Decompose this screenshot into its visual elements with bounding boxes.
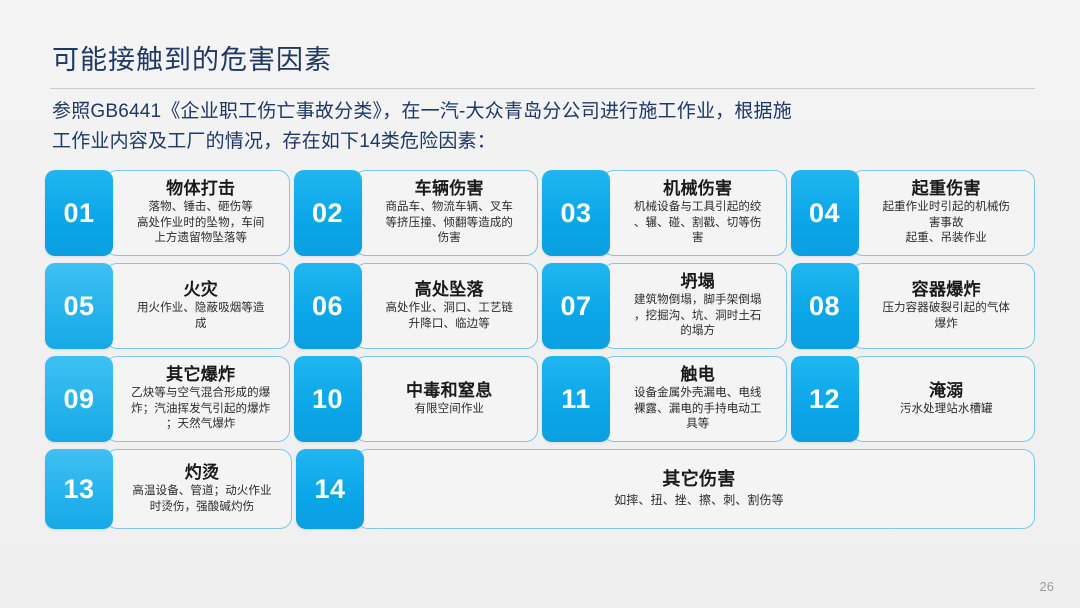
hazard-card-grid: 01 物体打击 落物、锤击、砸伤等高处作业时的坠物，车间上方遗留物坠落等 02 … xyxy=(45,170,1035,536)
card-number-badge: 01 xyxy=(45,170,113,256)
intro-line-1: 参照GB6441《企业职工伤亡事故分类》，在一汽-大众青岛分公司进行施工作业，根… xyxy=(52,101,792,122)
card-number-badge: 12 xyxy=(790,356,859,442)
card-body: 高处坠落 高处作业、洞口、工艺链升降口、临边等 xyxy=(353,263,538,349)
card-body: 灼烫 高温设备、管道；动火作业时烫伤，强酸碱灼伤 xyxy=(105,449,292,529)
card-number-badge: 05 xyxy=(45,263,113,349)
card-row-2: 05 火灾 用火作业、隐蔽吸烟等造成 06 高处坠落 高处作业、洞口、工艺链升降… xyxy=(45,263,1035,349)
title-divider xyxy=(50,88,1035,89)
card-description: 高温设备、管道；动火作业时烫伤，强酸碱灼伤 xyxy=(132,485,272,513)
card-description: 用火作业、隐蔽吸烟等造成 xyxy=(136,302,265,330)
card-description: 商品车、物流车辆、叉车等挤压撞、倾翻等造成的伤害 xyxy=(385,201,514,245)
card-number-badge: 14 xyxy=(296,449,364,529)
card-body: 中毒和窒息 有限空间作业 xyxy=(353,356,538,442)
card-body: 物体打击 落物、锤击、砸伤等高处作业时的坠物，车间上方遗留物坠落等 xyxy=(105,170,290,256)
card-title: 物体打击 xyxy=(166,179,236,199)
hazard-card-09[interactable]: 09 其它爆炸 乙炔等与空气混合形成的爆炸；汽油挥发气引起的爆炸；天然气爆炸 xyxy=(45,356,290,442)
card-title: 车辆伤害 xyxy=(414,179,484,199)
card-description: 机械设备与工具引起的绞、辗、碰、割戳、切等伤害 xyxy=(633,201,762,245)
card-body: 触电 设备金属外壳漏电、电线裸露、漏电的手持电动工具等 xyxy=(602,356,787,442)
card-title: 其它伤害 xyxy=(662,468,736,489)
card-title: 中毒和窒息 xyxy=(406,380,493,400)
card-description: 落物、锤击、砸伤等高处作业时的坠物，车间上方遗留物坠落等 xyxy=(136,201,265,245)
card-title: 起重伤害 xyxy=(911,179,981,199)
card-body: 车辆伤害 商品车、物流车辆、叉车等挤压撞、倾翻等造成的伤害 xyxy=(353,170,538,256)
card-description: 高处作业、洞口、工艺链升降口、临边等 xyxy=(385,302,514,330)
hazard-card-02[interactable]: 02 车辆伤害 商品车、物流车辆、叉车等挤压撞、倾翻等造成的伤害 xyxy=(293,170,538,256)
hazard-card-11[interactable]: 11 触电 设备金属外壳漏电、电线裸露、漏电的手持电动工具等 xyxy=(542,356,787,442)
hazard-card-10[interactable]: 10 中毒和窒息 有限空间作业 xyxy=(293,356,538,442)
card-description: 污水处理站水槽罐 xyxy=(899,402,993,415)
card-body: 其它爆炸 乙炔等与空气混合形成的爆炸；汽油挥发气引起的爆炸；天然气爆炸 xyxy=(105,356,290,442)
card-number-badge: 04 xyxy=(790,170,859,256)
card-title: 坍塌 xyxy=(680,272,716,292)
card-number-badge: 06 xyxy=(293,263,362,349)
hazard-card-13[interactable]: 13 灼烫 高温设备、管道；动火作业时烫伤，强酸碱灼伤 xyxy=(45,449,292,529)
card-title: 高处坠落 xyxy=(414,280,484,299)
card-body: 其它伤害 如摔、扭、挫、擦、刺、割伤等 xyxy=(356,449,1035,529)
card-number-badge: 07 xyxy=(542,263,610,349)
card-description: 乙炔等与空气混合形成的爆炸；汽油挥发气引起的爆炸；天然气爆炸 xyxy=(131,387,271,431)
card-description: 压力容器破裂引起的气体爆炸 xyxy=(882,302,1011,330)
card-number-badge: 11 xyxy=(542,356,610,442)
hazard-card-14[interactable]: 14 其它伤害 如摔、扭、挫、擦、刺、割伤等 xyxy=(296,449,1035,529)
card-body: 淹溺 污水处理站水槽罐 xyxy=(850,356,1035,442)
card-number-badge: 13 xyxy=(45,449,113,529)
hazard-card-07[interactable]: 07 坍塌 建筑物倒塌，脚手架倒塌，挖掘沟、坑、洞时土石的塌方 xyxy=(542,263,787,349)
card-number-badge: 10 xyxy=(293,356,362,442)
card-description: 起重作业时引起的机械伤害事故起重、吊装作业 xyxy=(882,201,1011,245)
card-number-badge: 02 xyxy=(293,170,362,256)
hazard-card-03[interactable]: 03 机械伤害 机械设备与工具引起的绞、辗、碰、割戳、切等伤害 xyxy=(542,170,787,256)
hazard-card-05[interactable]: 05 火灾 用火作业、隐蔽吸烟等造成 xyxy=(45,263,290,349)
card-title: 触电 xyxy=(680,365,716,385)
card-number-badge: 08 xyxy=(790,263,859,349)
card-title: 其它爆炸 xyxy=(166,365,236,385)
card-body: 容器爆炸 压力容器破裂引起的气体爆炸 xyxy=(850,263,1035,349)
page-title: 可能接触到的危害因素 xyxy=(52,45,332,75)
page-number: 26 xyxy=(1039,579,1054,594)
intro-line-2: 工作业内容及工厂的情况，存在如下14类危险因素： xyxy=(52,131,496,152)
card-title: 容器爆炸 xyxy=(911,280,981,299)
card-body: 火灾 用火作业、隐蔽吸烟等造成 xyxy=(105,263,290,349)
card-title: 机械伤害 xyxy=(663,179,733,199)
card-row-1: 01 物体打击 落物、锤击、砸伤等高处作业时的坠物，车间上方遗留物坠落等 02 … xyxy=(45,170,1035,256)
card-description: 如摔、扭、挫、擦、刺、割伤等 xyxy=(614,492,784,507)
card-row-3: 09 其它爆炸 乙炔等与空气混合形成的爆炸；汽油挥发气引起的爆炸；天然气爆炸 1… xyxy=(45,356,1035,442)
hazard-card-08[interactable]: 08 容器爆炸 压力容器破裂引起的气体爆炸 xyxy=(790,263,1035,349)
intro-paragraph: 参照GB6441《企业职工伤亡事故分类》，在一汽-大众青岛分公司进行施工作业，根… xyxy=(52,97,1037,157)
card-title: 火灾 xyxy=(183,280,219,299)
card-description: 有限空间作业 xyxy=(414,402,485,415)
card-body: 坍塌 建筑物倒塌，脚手架倒塌，挖掘沟、坑、洞时土石的塌方 xyxy=(602,263,787,349)
hazard-card-12[interactable]: 12 淹溺 污水处理站水槽罐 xyxy=(790,356,1035,442)
card-row-4: 13 灼烫 高温设备、管道；动火作业时烫伤，强酸碱灼伤 14 其它伤害 如摔、扭… xyxy=(45,449,1035,529)
card-body: 起重伤害 起重作业时引起的机械伤害事故起重、吊装作业 xyxy=(850,170,1035,256)
card-description: 建筑物倒塌，脚手架倒塌，挖掘沟、坑、洞时土石的塌方 xyxy=(633,294,762,338)
card-number-badge: 09 xyxy=(45,356,113,442)
card-body: 机械伤害 机械设备与工具引起的绞、辗、碰、割戳、切等伤害 xyxy=(602,170,787,256)
card-description: 设备金属外壳漏电、电线裸露、漏电的手持电动工具等 xyxy=(633,387,762,431)
hazard-card-01[interactable]: 01 物体打击 落物、锤击、砸伤等高处作业时的坠物，车间上方遗留物坠落等 xyxy=(45,170,290,256)
card-title: 淹溺 xyxy=(928,380,964,400)
hazard-card-06[interactable]: 06 高处坠落 高处作业、洞口、工艺链升降口、临边等 xyxy=(293,263,538,349)
card-title: 灼烫 xyxy=(184,463,220,482)
card-number-badge: 03 xyxy=(542,170,610,256)
hazard-card-04[interactable]: 04 起重伤害 起重作业时引起的机械伤害事故起重、吊装作业 xyxy=(790,170,1035,256)
